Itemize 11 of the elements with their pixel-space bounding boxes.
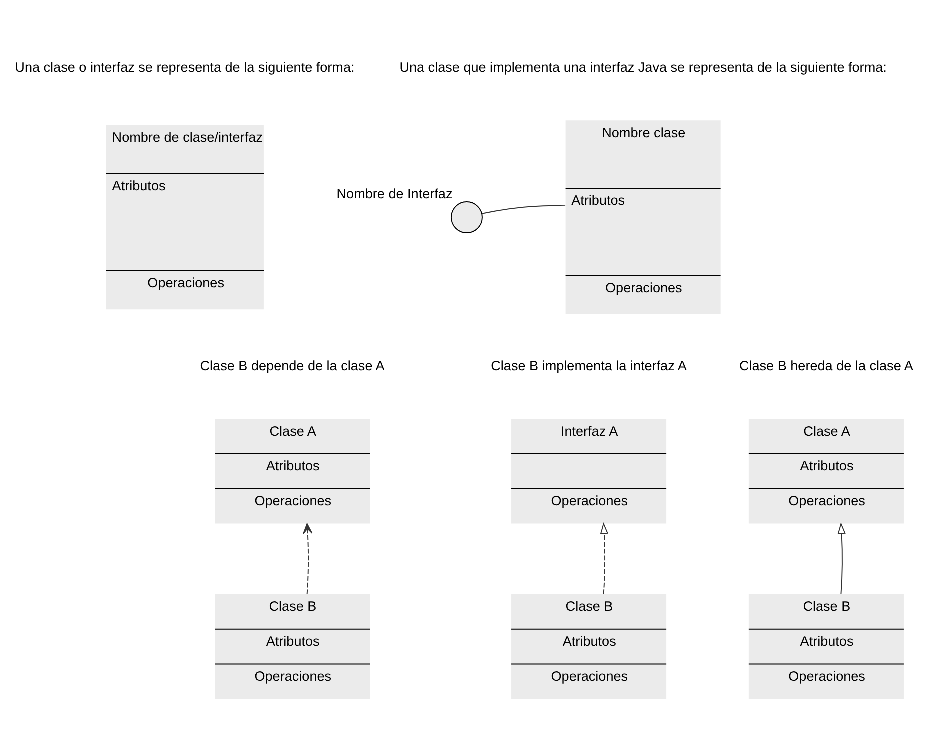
label: Clase B implementa la interfaz A [491,358,687,373]
node-circle [450,201,483,234]
connector [482,204,566,214]
arrow [838,522,846,594]
node-label: Nombre de Interfaz [336,186,453,201]
label: Clase B hereda de la clase A [739,358,914,373]
label: Una clase que implementa una interfaz Java se representa de la siguiente forma: [400,59,887,74]
label: Clase B depende de la clase A [200,358,385,373]
arrow [600,522,608,594]
arrow [303,522,313,594]
label: Una clase o interfaz se representa de la siguiente forma: [15,59,355,74]
